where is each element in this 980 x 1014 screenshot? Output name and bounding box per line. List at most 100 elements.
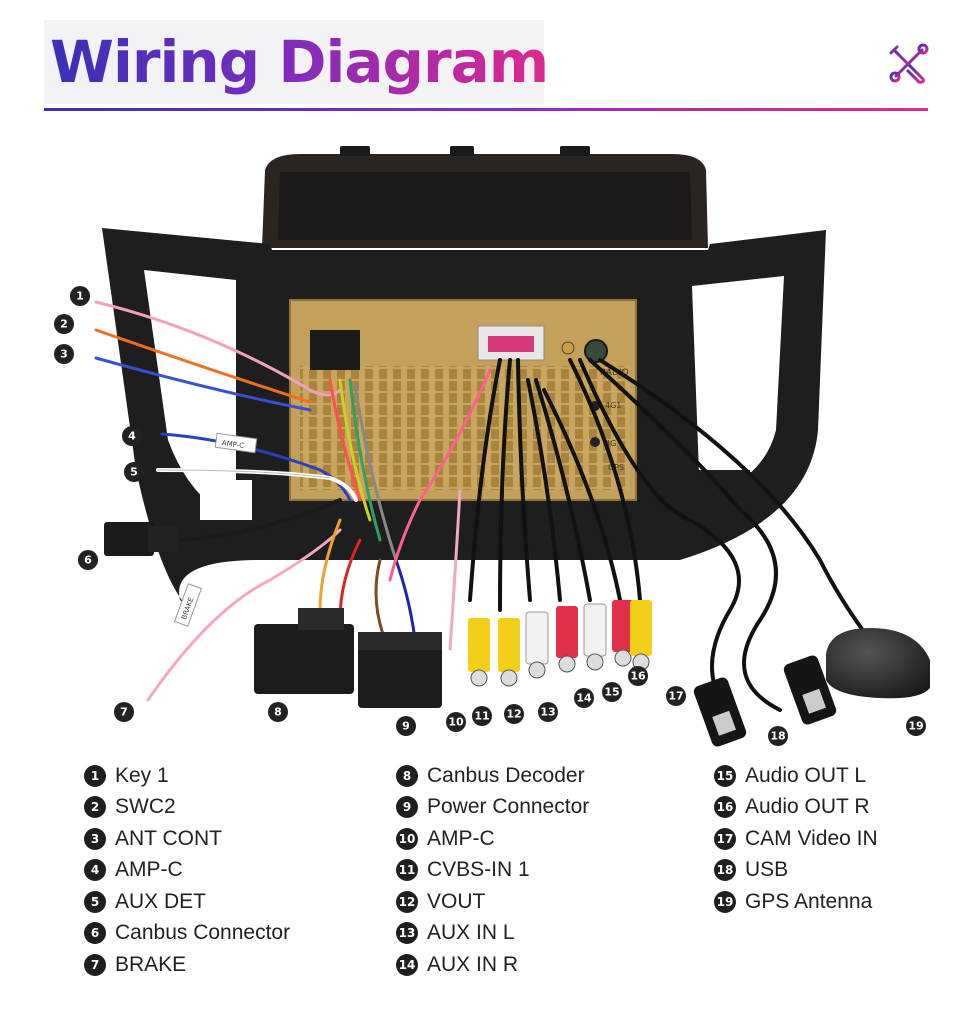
tools-icon xyxy=(889,43,929,84)
header: Wiring Diagram xyxy=(44,20,929,111)
legend-item: 3 ANT CONT xyxy=(84,823,290,855)
legend-item: 7 BRAKE xyxy=(84,949,290,981)
svg-text:8: 8 xyxy=(274,706,282,719)
legend-label: Power Connector xyxy=(427,795,590,819)
legend-label: CAM Video IN xyxy=(745,826,878,850)
legend-number: 16 xyxy=(714,796,736,819)
marker-8: 8 xyxy=(268,702,288,722)
legend-number: 6 xyxy=(84,922,106,945)
legend-number: 8 xyxy=(396,764,418,787)
canbus-connector xyxy=(104,522,154,556)
legend-label: GPS Antenna xyxy=(745,889,873,913)
legend-label: Key 1 xyxy=(115,763,169,787)
marker-7: 7 xyxy=(114,702,134,722)
legend-label: AUX DET xyxy=(115,889,207,913)
legend-label: VOUT xyxy=(427,889,486,913)
legend-label: BRAKE xyxy=(115,952,187,976)
legend-number: 11 xyxy=(396,859,418,882)
svg-text:9: 9 xyxy=(402,720,410,733)
marker-13: 13 xyxy=(538,702,558,722)
marker-17: 17 xyxy=(666,686,686,706)
rca-jacks xyxy=(468,600,652,687)
legend-label: SWC2 xyxy=(115,795,176,819)
legend-item: 6 Canbus Connector xyxy=(84,918,290,950)
legend-label: ANT CONT xyxy=(115,826,222,850)
svg-text:5: 5 xyxy=(130,466,138,479)
legend-label: Canbus Connector xyxy=(115,921,291,945)
svg-text:15: 15 xyxy=(604,686,619,699)
marker-19: 19 xyxy=(906,716,926,736)
usb-connector-1 xyxy=(693,677,747,747)
legend-label: Canbus Decoder xyxy=(427,763,585,787)
svg-text:11: 11 xyxy=(474,710,489,723)
svg-text:12: 12 xyxy=(506,708,521,721)
gps-port-label: GPS xyxy=(608,463,624,472)
svg-text:18: 18 xyxy=(770,730,785,743)
legend-number: 1 xyxy=(84,764,106,787)
legend-item: 1 Key 1 xyxy=(84,760,290,792)
marker-3: 3 xyxy=(54,344,74,364)
legend-label: AUX IN R xyxy=(427,952,519,976)
marker-2: 2 xyxy=(54,314,74,334)
radio-port-label: RADIO xyxy=(600,368,629,378)
legend-item: 4 AMP-C xyxy=(84,855,290,887)
legend-number: 12 xyxy=(396,890,418,913)
legend-label: Audio OUT R xyxy=(745,795,870,819)
marker-1: 1 xyxy=(70,286,90,306)
legend-number: 19 xyxy=(714,890,736,913)
marker-18: 18 xyxy=(768,726,788,746)
legend-number: 10 xyxy=(396,827,418,850)
legend-item: 10 AMP-C xyxy=(396,823,589,855)
legend-number: 7 xyxy=(84,953,106,976)
legend-item: 5 AUX DET xyxy=(84,886,290,918)
svg-text:13: 13 xyxy=(540,706,555,719)
wiring-diagram: RADIO 4G1 4G GPS xyxy=(54,146,930,747)
legend-number: 13 xyxy=(396,922,418,945)
legend-column-1: 1 Key 1 2 SWC2 3 ANT CONT 4 AMP-C 5 AUX DET 6… xyxy=(84,760,290,981)
legend-number: 3 xyxy=(84,827,106,850)
marker-15: 15 xyxy=(602,682,622,702)
svg-text:14: 14 xyxy=(576,692,592,705)
amp-c-wire-tag: AMP-C xyxy=(221,439,244,450)
title-underline xyxy=(44,108,928,111)
marker-6: 6 xyxy=(78,550,98,570)
marker-14: 14 xyxy=(574,688,594,708)
display-hood-inner xyxy=(278,172,692,240)
svg-text:19: 19 xyxy=(908,720,923,733)
svg-text:17: 17 xyxy=(668,690,683,703)
4g1-port-label: 4G1 xyxy=(605,401,621,410)
marker-12: 12 xyxy=(504,704,524,724)
legend-number: 17 xyxy=(714,827,736,850)
svg-text:2: 2 xyxy=(60,318,68,331)
legend-item: 12 VOUT xyxy=(396,886,589,918)
marker-10: 10 xyxy=(446,712,466,732)
legend-number: 5 xyxy=(84,890,106,913)
legend-number: 14 xyxy=(396,953,418,976)
legend-item: 16 Audio OUT R xyxy=(714,792,878,824)
left-vent-opening xyxy=(144,270,236,520)
legend-number: 4 xyxy=(84,859,106,882)
svg-text:6: 6 xyxy=(84,554,92,567)
canbus-decoder xyxy=(254,624,354,694)
4g-port-label: 4G xyxy=(605,439,616,448)
marker-9: 9 xyxy=(396,716,416,736)
legend-label: AMP-C xyxy=(427,826,495,850)
marker-5: 5 xyxy=(124,462,144,482)
legend-label: AMP-C xyxy=(115,858,183,882)
svg-text:3: 3 xyxy=(60,348,68,361)
legend-number: 18 xyxy=(714,859,736,882)
legend-item: 17 CAM Video IN xyxy=(714,823,878,855)
legend-number: 2 xyxy=(84,796,106,819)
page-title: Wiring Diagram xyxy=(50,28,549,96)
legend-item: 14 AUX IN R xyxy=(396,949,589,981)
svg-text:1: 1 xyxy=(76,290,84,303)
title-background xyxy=(44,20,544,104)
svg-text:10: 10 xyxy=(448,716,464,729)
